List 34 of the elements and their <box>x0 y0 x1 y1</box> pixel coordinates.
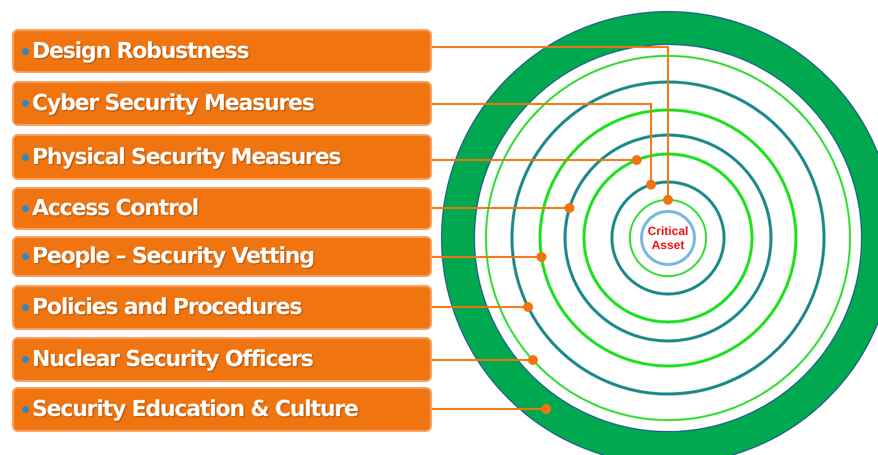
box-label: Access Control <box>32 196 198 221</box>
leader-line <box>432 355 538 365</box>
box-label: Design Robustness <box>32 38 248 64</box>
ring <box>564 134 772 342</box>
leader-line <box>432 103 656 190</box>
box-label: Physical Security Measures <box>32 144 340 170</box>
box-label: Nuclear Security Officers <box>32 347 313 372</box>
leader-line <box>432 203 574 213</box>
label-box <box>12 337 432 382</box>
ring <box>441 11 878 455</box>
ring <box>610 180 726 296</box>
center-label: Critical Asset <box>646 224 690 252</box>
ring <box>582 152 754 324</box>
ring <box>628 198 708 278</box>
box-label: Policies and Procedures <box>32 295 302 320</box>
center-circle <box>640 210 696 266</box>
box-label: Security Education & Culture <box>32 397 358 422</box>
box-label: Cyber Security Measures <box>32 91 314 116</box>
ring <box>510 80 826 396</box>
label-box <box>12 285 432 330</box>
label-box <box>12 134 432 180</box>
leader-line <box>432 252 546 262</box>
label-box <box>12 236 432 277</box>
label-box <box>12 29 432 73</box>
leader-line <box>432 404 552 414</box>
ring <box>484 54 852 422</box>
label-box <box>12 81 432 126</box>
leader-line <box>432 302 534 312</box>
label-box <box>12 387 432 432</box>
box-label: People – Security Vetting <box>32 244 314 269</box>
ring <box>538 108 798 368</box>
leader-line <box>432 155 642 165</box>
label-box <box>12 187 432 230</box>
leader-line <box>432 46 673 205</box>
